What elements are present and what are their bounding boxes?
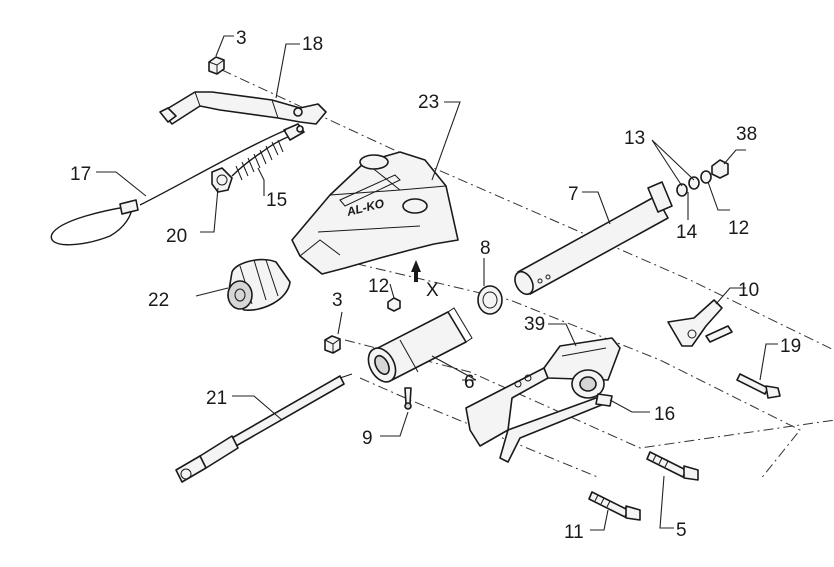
callout-20: 20 xyxy=(166,226,187,247)
damper-cylinder-6 xyxy=(367,307,473,383)
callout-19: 19 xyxy=(780,336,801,357)
callout-21: 21 xyxy=(206,388,227,409)
callout-3-lower: 3 xyxy=(332,290,343,311)
bolt-19 xyxy=(736,373,781,399)
callout-5: 5 xyxy=(676,520,687,541)
nut-38 xyxy=(711,159,729,179)
callout-7: 7 xyxy=(568,184,579,205)
clamp-16 xyxy=(571,369,613,407)
callout-11: 11 xyxy=(564,522,584,543)
nut-12 xyxy=(387,297,401,312)
bellows-22 xyxy=(227,258,291,311)
cable-17 xyxy=(50,129,287,246)
callout-x: X xyxy=(426,280,439,301)
rod-21 xyxy=(175,373,353,483)
callout-22: 22 xyxy=(148,290,169,311)
callout-13: 13 xyxy=(624,128,645,149)
direction-arrow-x xyxy=(411,260,421,282)
callout-9: 9 xyxy=(362,428,373,449)
tube-7 xyxy=(514,181,673,296)
callout-8: 8 xyxy=(480,238,491,259)
bolt-5 xyxy=(646,451,699,481)
callout-39: 39 xyxy=(524,314,545,335)
callout-6: 6 xyxy=(464,372,475,393)
nut-3-lower xyxy=(324,335,341,354)
callout-18: 18 xyxy=(302,34,323,55)
axis-middle xyxy=(297,249,801,481)
callout-23: 23 xyxy=(418,92,439,113)
callout-14: 14 xyxy=(676,222,698,243)
callout-17: 17 xyxy=(70,164,91,185)
callout-3-top: 3 xyxy=(236,28,247,49)
housing-23: AL-KO xyxy=(291,151,459,275)
spring-15 xyxy=(231,123,305,181)
bracket-39 xyxy=(465,337,621,463)
callout-labels: 3 18 23 17 15 20 22 8 X 13 38 7 14 12 12… xyxy=(70,28,801,543)
bolt-11 xyxy=(588,491,641,521)
washers-13-14 xyxy=(676,170,712,197)
callout-38: 38 xyxy=(736,124,757,145)
clip-20 xyxy=(211,167,233,193)
latch-10 xyxy=(667,299,733,347)
grease-nipple-9 xyxy=(404,387,412,410)
callout-10: 10 xyxy=(738,280,759,301)
callout-12-right: 12 xyxy=(728,218,749,239)
callout-15: 15 xyxy=(266,190,287,211)
ring-8 xyxy=(477,285,503,315)
callout-16: 16 xyxy=(654,404,675,425)
nut-3-top xyxy=(208,56,225,75)
lever-18 xyxy=(159,91,327,125)
leader-lines xyxy=(96,35,778,531)
callout-12-center: 12 xyxy=(368,276,389,297)
